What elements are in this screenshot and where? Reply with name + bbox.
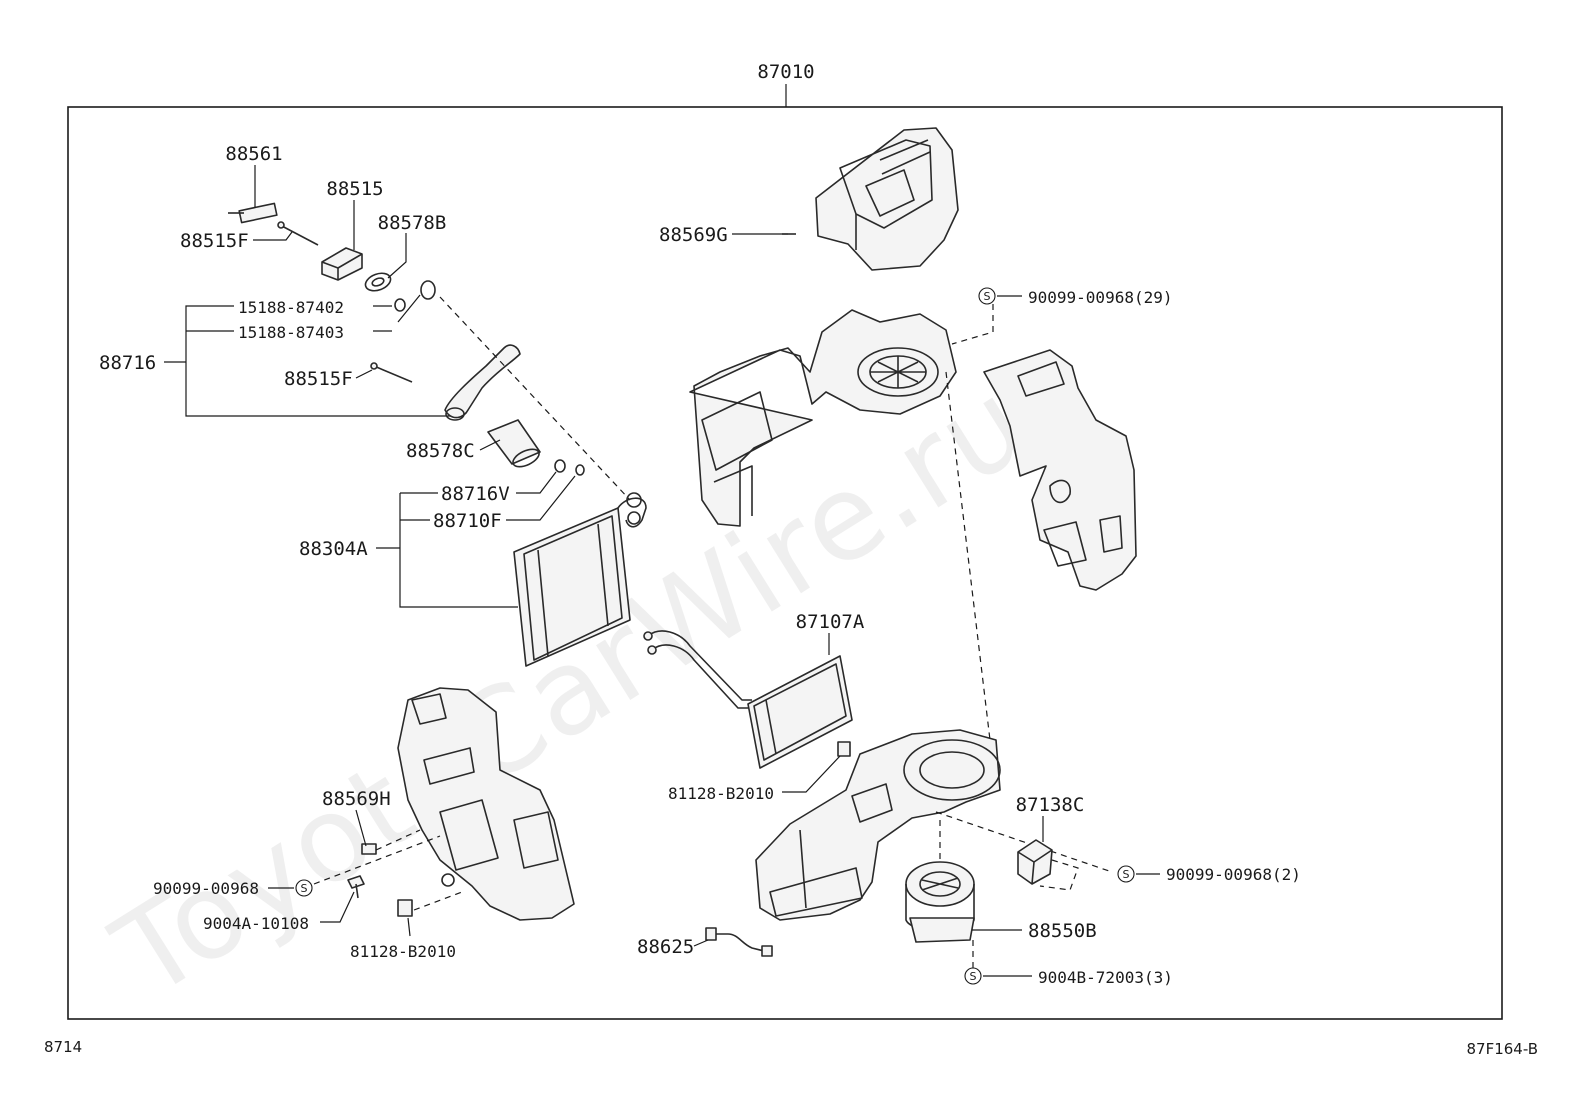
label-88515f-b[interactable]: 88515F [284,368,353,390]
label-87138c[interactable]: 87138C [1016,794,1085,816]
label-88716v[interactable]: 88716V [441,483,510,505]
standard-part-symbol-c-text: S [1123,868,1130,881]
part-88561-illustration [228,202,278,224]
label-88569h[interactable]: 88569H [322,788,391,810]
part-88569g-housing-illustration [815,127,959,271]
part-88716-pipe-illustration [444,344,521,421]
assembly-number-label[interactable]: 87010 [757,61,814,83]
standard-part-symbol-d [295,879,313,897]
part-81128-b2010-clip-a-illustration [837,741,851,757]
part-87138c-resistor-illustration [1017,839,1053,885]
label-88550b[interactable]: 88550B [1028,920,1097,942]
label-88710f[interactable]: 88710F [433,510,502,532]
label-88569g[interactable]: 88569G [659,224,728,246]
oring-a [420,280,436,300]
ring-88710f [575,464,585,476]
part-88304a-evaporator-illustration [513,492,647,667]
part-88550b-blower-motor-illustration [905,861,975,943]
label-88515[interactable]: 88515 [326,178,383,200]
footer-figure-code: 87F164-B [1466,1040,1538,1058]
part-88578b-illustration [364,272,392,292]
standard-part-symbol-b [964,967,982,985]
standard-part-symbol-c [1117,865,1135,883]
assembly-frame [67,106,1503,1020]
label-88515f-a[interactable]: 88515F [180,230,249,252]
label-87107a[interactable]: 87107A [796,611,865,633]
oring-b [394,298,406,312]
label-88716[interactable]: 88716 [99,352,156,374]
label-15188-87403[interactable]: 15188-87403 [238,323,344,342]
label-81128-b2010-a[interactable]: 81128-B2010 [668,784,774,803]
right-case-illustration [983,349,1137,591]
label-88561[interactable]: 88561 [225,143,282,165]
ring-88716v [554,459,566,473]
lower-left-case-illustration [397,687,575,921]
part-81128-b2010-clip-b-illustration [397,899,413,917]
standard-part-symbol-a [978,287,996,305]
label-9004a-10108[interactable]: 9004A-10108 [203,914,309,933]
lower-blower-case-illustration [755,729,1001,921]
label-88304a[interactable]: 88304A [299,538,368,560]
label-90099-00968-2[interactable]: 90099-00968(2) [1166,865,1301,884]
label-81128-b2010-b[interactable]: 81128-B2010 [350,942,456,961]
label-15188-87402[interactable]: 15188-87402 [238,298,344,317]
part-88515-illustration [321,247,363,281]
footer-group-code: 8714 [44,1038,82,1056]
standard-part-symbol-b-text: S [970,970,977,983]
label-88625[interactable]: 88625 [637,936,694,958]
part-87107a-heater-core-illustration [643,630,853,769]
standard-part-symbol-d-text: S [301,882,308,895]
label-90099-00968-29[interactable]: 90099-00968(29) [1028,288,1173,307]
label-9004b-72003-3[interactable]: 9004B-72003(3) [1038,968,1173,987]
part-88625-sensor-illustration [705,927,773,957]
part-88578c-illustration [487,419,541,468]
part-88515f-bolt-illustration [277,221,319,246]
upper-case-illustration [689,309,957,527]
part-88515f-bolt-b-illustration [370,362,413,383]
part-88569h-clip-illustration [361,843,377,855]
label-88578c[interactable]: 88578C [406,440,475,462]
label-88578b[interactable]: 88578B [378,212,447,234]
standard-part-symbol-a-text: S [984,290,991,303]
label-90099-00968[interactable]: 90099-00968 [153,879,259,898]
part-9004a-10108-screw-illustration [347,875,365,899]
